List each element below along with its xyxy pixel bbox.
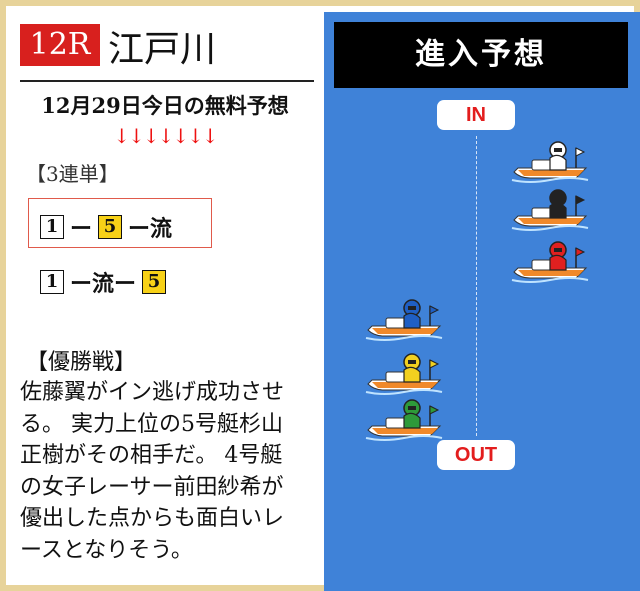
pick-1: 1 ー 5 ー流: [36, 211, 174, 243]
comment-body: 佐藤翼がイン逃げ成功させ る。 実力上位の5号艇杉山 正樹がその相手だ。 4号艇…: [20, 377, 320, 566]
boat-number-1: 1: [40, 270, 64, 294]
entry-prediction-panel: 進入予想 IN OUT: [324, 12, 640, 591]
boat-number-5: 5: [98, 215, 123, 239]
in-label: IN: [437, 100, 515, 130]
out-label: OUT: [437, 440, 515, 470]
pick-dash: ー: [70, 216, 93, 242]
boat-6-icon: [364, 396, 444, 448]
boat-3-icon: [510, 238, 590, 290]
down-arrows-icon: ↓↓↓↓↓↓↓: [113, 124, 218, 148]
prediction-panel: 12R 江戸川 12月29日今日の無料予想 ↓↓↓↓↓↓↓ 【3連単】 1 ー …: [12, 12, 318, 591]
pick-2: 1 ー流ー 5: [36, 266, 170, 298]
comment-line: 佐藤翼がイン逃げ成功させ: [20, 380, 285, 405]
comment-line: る。 実力上位の5号艇杉山: [20, 411, 283, 437]
comment-line: 優出した点からも面白いレ: [20, 506, 285, 531]
boat-number-1: 1: [40, 215, 64, 239]
pick-rest: ー流: [128, 216, 173, 242]
comment-line: 正樹がその相手だ。 4号艇: [20, 443, 283, 468]
panel-title: 進入予想: [334, 22, 628, 88]
boat-5-icon: [364, 350, 444, 402]
race-number-badge: 12R: [20, 24, 100, 66]
bet-type-label: 【3連単】: [26, 162, 119, 186]
boat-2-icon: [510, 186, 590, 238]
divider: [20, 80, 314, 82]
boat-4-icon: [364, 296, 444, 348]
boat-number-5: 5: [142, 270, 167, 294]
venue-name: 江戸川: [108, 29, 217, 70]
boat-1-icon: [510, 138, 590, 190]
comment-line: ースとなりそう。: [20, 537, 193, 563]
lane-divider: [476, 136, 477, 436]
comment-heading: 【優勝戦】: [26, 350, 137, 375]
pick-mid: ー流ー: [70, 271, 137, 297]
comment-line: の女子レーサー前田紗希が: [20, 474, 284, 500]
free-prediction-title: 12月29日今日の無料予想: [41, 93, 289, 118]
pick-1-box: [28, 198, 212, 248]
